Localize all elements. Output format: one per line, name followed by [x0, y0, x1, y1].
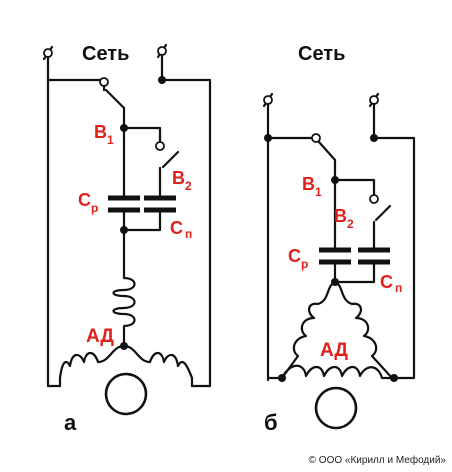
wire-b-right-rail [372, 102, 416, 380]
network-label-b: Сеть [298, 43, 345, 65]
label-b2-b: В2 [334, 206, 354, 231]
wire-a-cap-bottom [122, 210, 162, 232]
motor-label-a: АД [86, 326, 114, 347]
wire-a-left-rail [46, 55, 62, 388]
junction-dot [264, 134, 272, 142]
capacitor-cr-a [108, 195, 140, 213]
motor-winding-a-left [58, 344, 126, 388]
motor-winding-b-bottom [280, 364, 394, 380]
motor-rotor-b [314, 386, 358, 430]
label-b1-b: В1 [302, 174, 322, 199]
wire-b-b2-branch [333, 178, 376, 198]
motor-winding-a-right [122, 344, 194, 388]
copyright-notice: © ООО «Кирилл и Мефодий» [309, 454, 447, 466]
network-label-a: Сеть [82, 43, 129, 65]
wire-a-right-rail [160, 53, 212, 388]
motor-rotor-a [104, 372, 148, 416]
motor-label-b: АД [320, 340, 348, 361]
capacitor-cp-b [358, 247, 390, 265]
capacitor-cr-b [319, 247, 351, 265]
switch-b2-b [369, 194, 392, 250]
switch-b1-a [99, 77, 126, 130]
switch-b1-b [311, 133, 337, 182]
junction-dot [390, 374, 398, 382]
diagram-a [42, 43, 212, 416]
motor-winding-b-right [333, 280, 394, 380]
motor-winding-b-left [280, 280, 337, 380]
wire-a-b2-branch [122, 126, 162, 145]
caption-a: а [64, 410, 77, 435]
junction-dot [370, 134, 378, 142]
motor-winding-a-vertical [112, 276, 136, 348]
diagram-b [262, 92, 416, 430]
junction-dot [278, 374, 286, 382]
caption-b: б [264, 410, 278, 435]
switch-b2-a [155, 141, 180, 198]
label-b2-a: В2 [172, 168, 192, 193]
capacitor-cp-a [144, 195, 176, 213]
junction-dot [158, 76, 166, 84]
wire-b-cap-bottom [333, 262, 376, 284]
label-b1-a: В1 [94, 122, 114, 147]
label-cr-b: Ср [288, 246, 308, 271]
label-cr-a: Ср [78, 190, 98, 215]
